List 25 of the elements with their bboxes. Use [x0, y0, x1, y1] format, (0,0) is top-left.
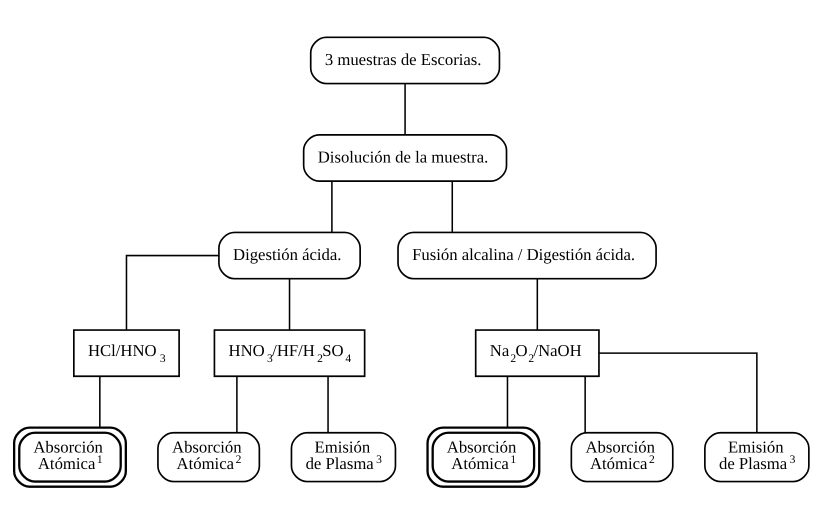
node-box: Digestión ácida.	[218, 231, 360, 280]
node-box: Fusión alcalina / Digestión ácida.	[396, 231, 656, 280]
connector	[536, 278, 538, 330]
node-box: Emisión de Plasma$^{3}$	[290, 431, 396, 482]
node-box: Emisión de Plasma$^{3}$	[704, 431, 810, 482]
connector	[506, 376, 508, 427]
connector	[236, 376, 238, 432]
connector	[451, 180, 453, 232]
node-box: Absorción Atómica$^{2}$	[570, 431, 674, 482]
node-box: HNO$_{3}$/HF/H$_{2}$SO$_{4}$	[213, 328, 365, 377]
node-box: Na$_{2}$O$_{2}$/NaOH	[474, 328, 600, 377]
connector	[288, 278, 290, 330]
node-box: Absorción Atómica$^{1}$	[12, 426, 126, 488]
connector	[125, 254, 218, 330]
node-box: 3 muestras de Escorias.	[309, 36, 500, 84]
connector	[326, 376, 328, 432]
connector	[404, 83, 406, 134]
connector	[98, 376, 100, 427]
connector	[330, 180, 332, 232]
node-box: Absorción Atómica$^{1}$	[426, 426, 540, 488]
node-box: HCl/HNO$_{3}$	[72, 328, 180, 377]
node-box: Absorción Atómica$^{2}$	[156, 431, 260, 482]
connector	[584, 376, 586, 432]
connector	[598, 352, 758, 432]
node-box: Disolución de la muestra.	[302, 134, 507, 182]
